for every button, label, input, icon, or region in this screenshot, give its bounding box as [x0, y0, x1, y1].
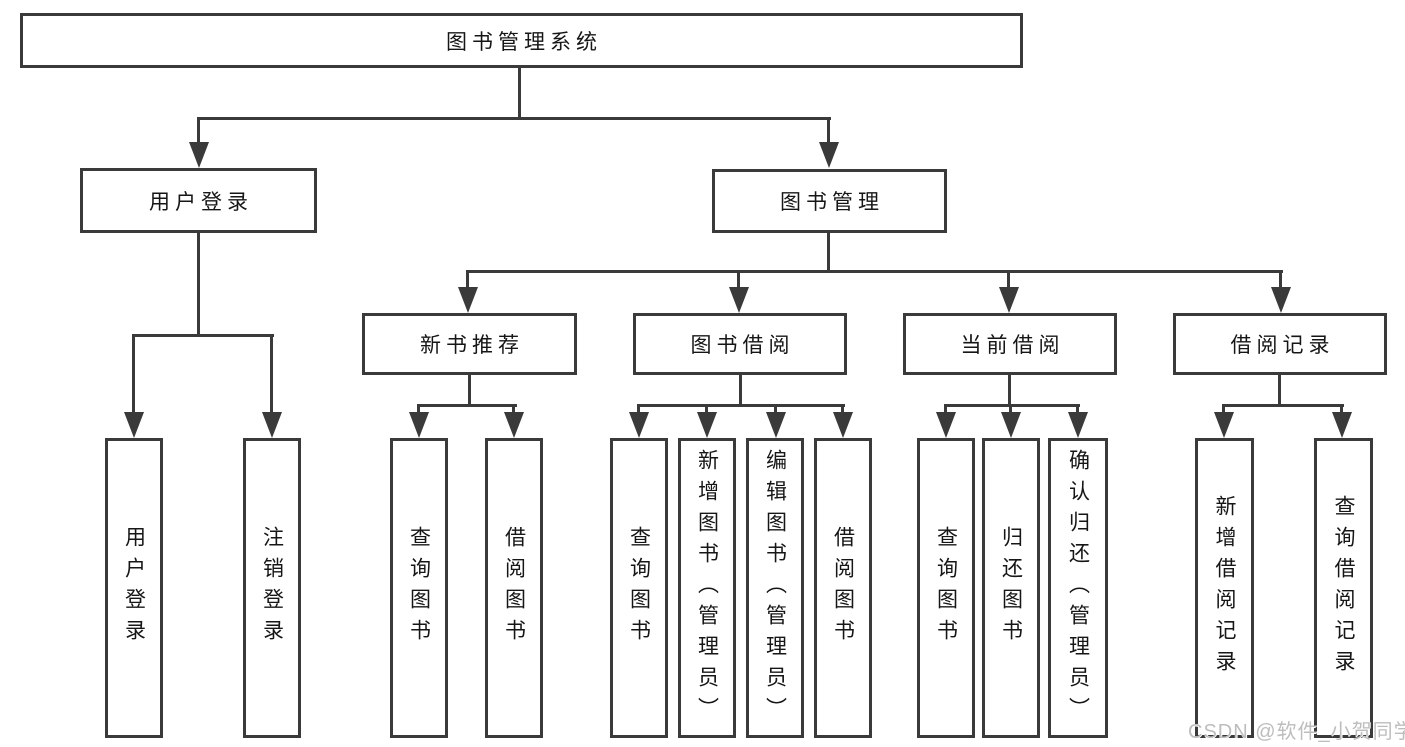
- connector-line: [944, 404, 1080, 407]
- connector-line: [737, 270, 740, 292]
- arrow-down-icon: [999, 287, 1019, 313]
- arrow-down-icon: [936, 412, 956, 438]
- node-new-book-recommendation: 新书推荐: [362, 313, 577, 375]
- connector-line: [637, 404, 640, 417]
- node-current-borrowing: 当前借阅: [903, 313, 1117, 375]
- connector-line: [466, 270, 469, 292]
- leaf-confirm-return-admin: 确认归还（管理员）: [1048, 438, 1108, 738]
- connector-line: [1007, 270, 1010, 292]
- connector-line: [739, 375, 742, 407]
- arrow-down-icon: [124, 412, 144, 438]
- connector-line: [1222, 404, 1344, 407]
- arrow-down-icon: [504, 412, 524, 438]
- connector-line: [1340, 404, 1343, 417]
- connector-line: [774, 404, 777, 417]
- arrow-down-icon: [833, 412, 853, 438]
- arrow-down-icon: [729, 287, 749, 313]
- connector-line: [1076, 404, 1079, 417]
- connector-line: [197, 117, 831, 120]
- arrow-down-icon: [1271, 287, 1291, 313]
- node-book-management: 图书管理: [712, 169, 947, 233]
- leaf-user-login: 用户登录: [105, 438, 163, 738]
- arrow-down-icon: [409, 412, 429, 438]
- connector-line: [944, 404, 947, 417]
- connector-line: [827, 233, 830, 273]
- connector-line: [1008, 375, 1011, 407]
- leaf-edit-book-admin: 编辑图书（管理员）: [746, 438, 804, 738]
- connector-line: [827, 117, 830, 145]
- arrow-down-icon: [766, 412, 786, 438]
- connector-line: [841, 404, 844, 417]
- connector-line: [705, 404, 708, 417]
- connector-line: [417, 404, 420, 417]
- connector-line: [132, 334, 274, 337]
- leaf-borrow-books-recommend: 借阅图书: [485, 438, 543, 738]
- node-library-system: 图书管理系统: [20, 13, 1023, 68]
- leaf-add-borrow-record: 新增借阅记录: [1195, 438, 1254, 738]
- connector-line: [270, 334, 273, 416]
- connector-line: [197, 117, 200, 145]
- leaf-query-books-current: 查询图书: [917, 438, 975, 738]
- arrow-down-icon: [189, 142, 209, 168]
- leaf-query-books-borrowing: 查询图书: [610, 438, 668, 738]
- connector-line: [518, 68, 521, 119]
- leaf-return-books: 归还图书: [982, 438, 1040, 738]
- node-book-borrowing: 图书借阅: [633, 313, 847, 375]
- connector-line: [637, 404, 845, 407]
- arrow-down-icon: [1214, 412, 1234, 438]
- arrow-down-icon: [629, 412, 649, 438]
- leaf-borrow-books: 借阅图书: [814, 438, 872, 738]
- csdn-watermark: CSDN @软件_小贺同学: [1188, 721, 1405, 743]
- arrow-down-icon: [458, 287, 478, 313]
- connector-line: [417, 404, 517, 407]
- connector-line: [197, 233, 200, 337]
- connector-line: [132, 334, 135, 416]
- connector-line: [1279, 270, 1282, 292]
- arrow-down-icon: [1068, 412, 1088, 438]
- leaf-query-books-recommend: 查询图书: [390, 438, 448, 738]
- connector-line: [468, 375, 471, 407]
- arrow-down-icon: [697, 412, 717, 438]
- connector-line: [1009, 404, 1012, 417]
- connector-line: [466, 270, 1283, 273]
- node-user-login: 用户登录: [80, 168, 317, 233]
- leaf-add-book-admin: 新增图书（管理员）: [678, 438, 736, 738]
- arrow-down-icon: [1001, 412, 1021, 438]
- leaf-query-borrow-record: 查询借阅记录: [1314, 438, 1373, 738]
- connector-line: [1222, 404, 1225, 417]
- connector-line: [512, 404, 515, 417]
- leaf-logout: 注销登录: [243, 438, 301, 738]
- arrow-down-icon: [262, 412, 282, 438]
- arrow-down-icon: [819, 142, 839, 168]
- connector-line: [1278, 375, 1281, 407]
- arrow-down-icon: [1332, 412, 1352, 438]
- node-borrowing-records: 借阅记录: [1173, 313, 1387, 375]
